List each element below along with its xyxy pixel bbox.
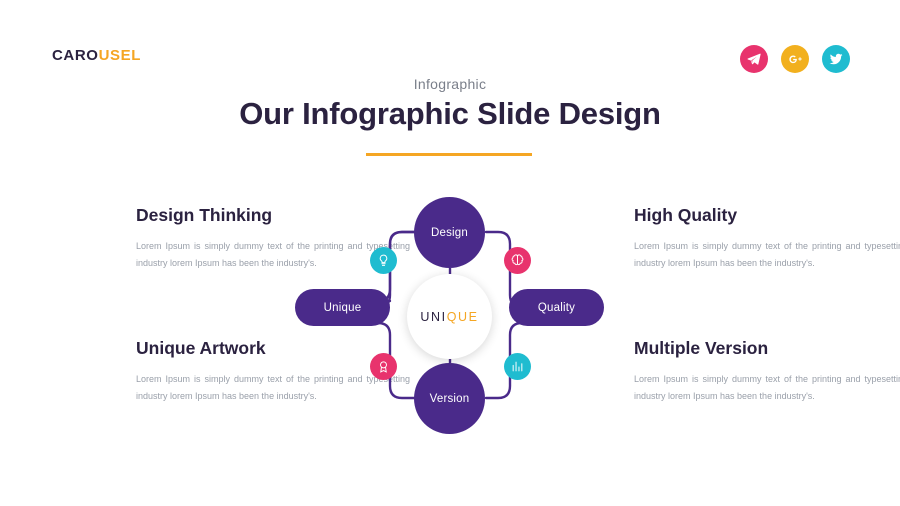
eyebrow-text: Infographic (413, 76, 487, 92)
logo-text-primary: CARO (52, 47, 99, 64)
node-label: Version (429, 392, 470, 405)
center-text-primary: UNI (420, 309, 447, 324)
block-body: Lorem Ipsum is simply dummy text of the … (634, 374, 900, 401)
block-body: Lorem Ipsum is simply dummy text of the … (136, 374, 410, 401)
node-label: Quality (537, 301, 576, 314)
chart-icon[interactable] (504, 353, 531, 380)
node-label: Unique (323, 301, 362, 314)
block-heading: Unique Artwork (136, 338, 266, 358)
page-title: Our Infographic Slide Design (239, 96, 661, 131)
brain-icon[interactable] (504, 247, 531, 274)
node-unique[interactable]: Unique (295, 289, 390, 326)
node-label: Design (431, 226, 468, 239)
block-body: Lorem Ipsum is simply dummy text of the … (634, 241, 900, 268)
node-version[interactable]: Version (414, 363, 485, 434)
social-links (740, 45, 850, 73)
award-icon[interactable] (370, 353, 397, 380)
block-body: Lorem Ipsum is simply dummy text of the … (136, 241, 410, 268)
lightbulb-icon[interactable] (370, 247, 397, 274)
twitter-icon[interactable] (822, 45, 850, 73)
node-design[interactable]: Design (414, 197, 485, 268)
text-block-multiple-version: Multiple Version Lorem Ipsum is simply d… (634, 338, 900, 404)
text-block-unique-artwork: Unique Artwork Lorem Ipsum is simply dum… (136, 338, 410, 404)
block-heading: Design Thinking (136, 205, 273, 225)
telegram-icon[interactable] (740, 45, 768, 73)
block-heading: Multiple Version (634, 338, 769, 358)
logo-text-accent: USEL (98, 47, 141, 64)
block-heading: High Quality (634, 205, 738, 225)
logo[interactable]: CAROUSEL (52, 47, 141, 64)
text-block-high-quality: High Quality Lorem Ipsum is simply dummy… (634, 205, 900, 271)
google-plus-icon[interactable] (781, 45, 809, 73)
center-text-accent: QUE (446, 309, 479, 324)
text-block-design-thinking: Design Thinking Lorem Ipsum is simply du… (136, 205, 410, 271)
title-divider (366, 153, 532, 156)
node-quality[interactable]: Quality (509, 289, 604, 326)
